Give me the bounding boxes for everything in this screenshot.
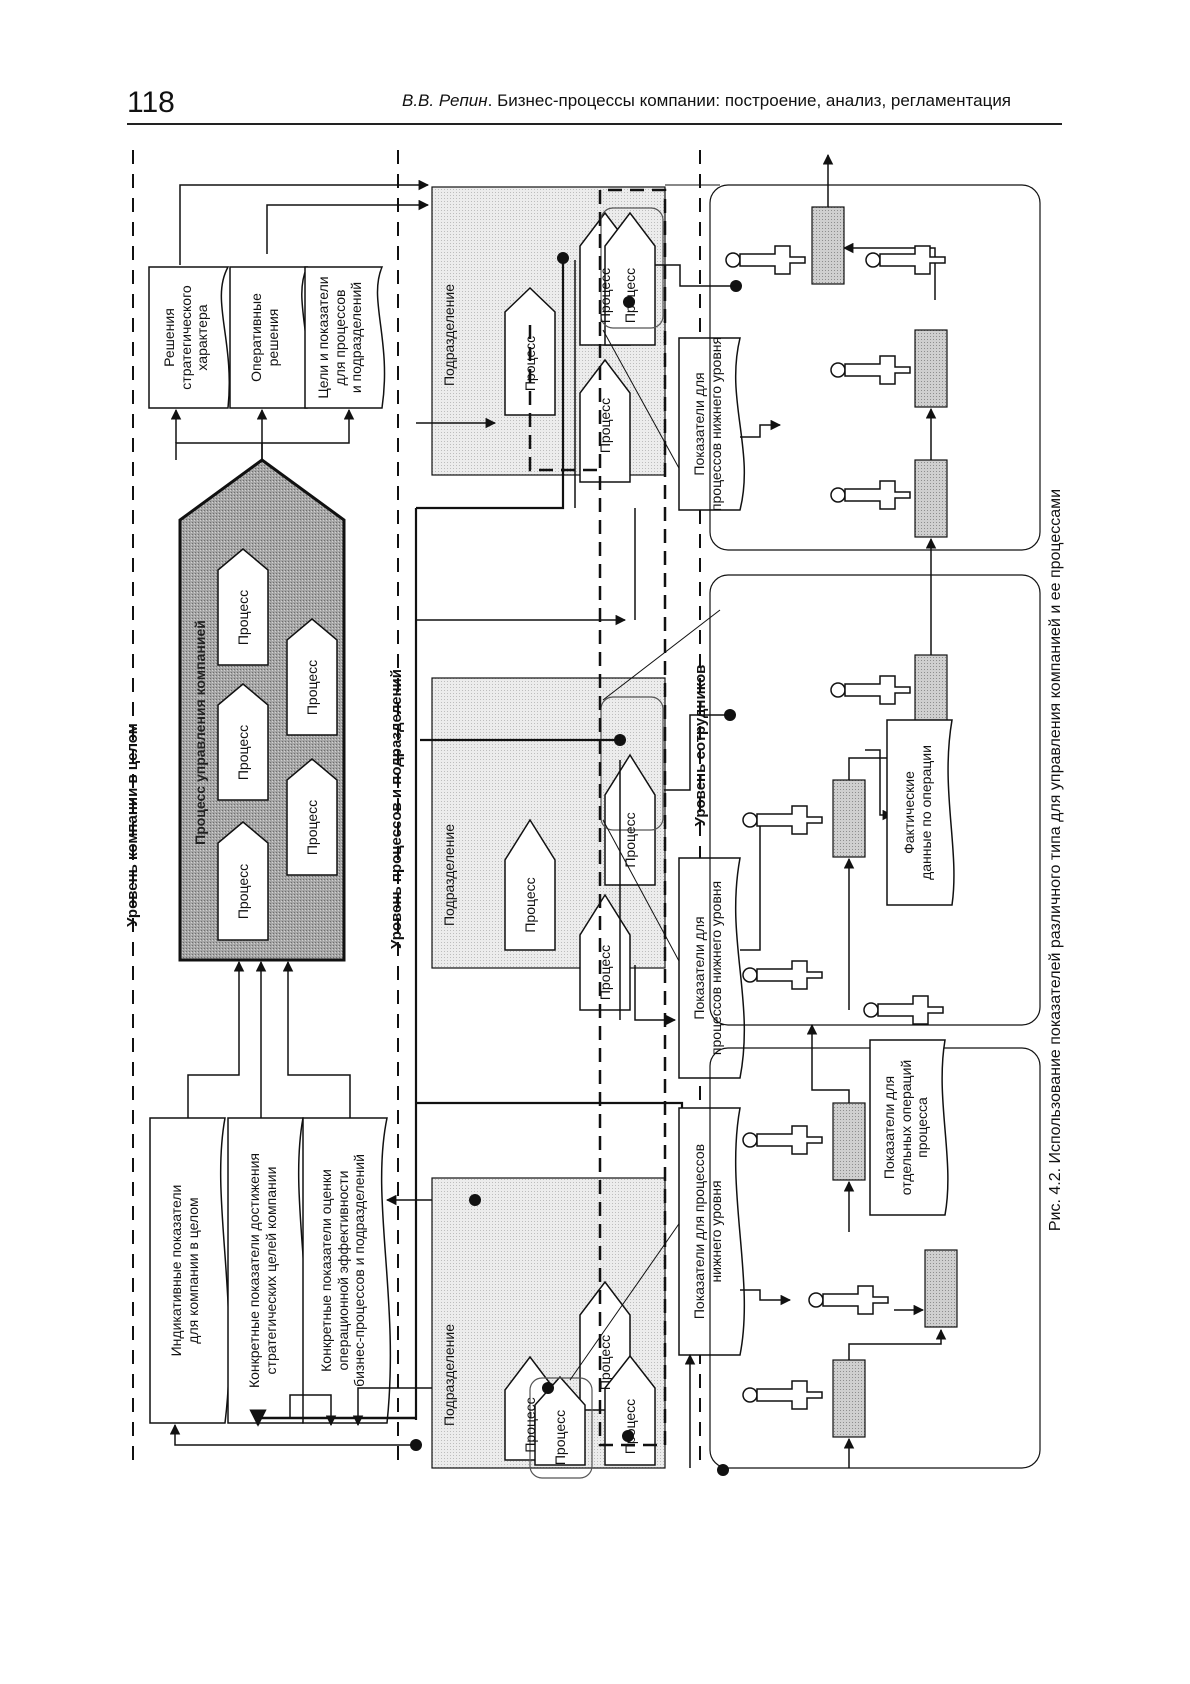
output-doc-operational: Оперативные решения bbox=[248, 293, 281, 382]
operation-indicators-doc: Показатели для отдельных операций процес… bbox=[881, 1059, 931, 1196]
process-label: Процесс bbox=[234, 589, 251, 646]
process-label: Процесс bbox=[551, 1409, 568, 1466]
process-label: Процесс bbox=[234, 863, 251, 920]
input-docs bbox=[149, 1117, 392, 1424]
process-chains bbox=[528, 188, 667, 1447]
process-label: Процесс bbox=[621, 812, 638, 868]
employee-docs bbox=[869, 719, 955, 1216]
process-label: Процесс bbox=[303, 659, 320, 716]
process-label: Процесс bbox=[234, 724, 251, 781]
indicator-doc-middle: Показатели для процессов нижнего уровня bbox=[691, 880, 724, 1056]
process-label: Процесс bbox=[521, 335, 538, 392]
input-doc-operational-efficiency: Конкретные показатели оценки операционно… bbox=[318, 1154, 368, 1387]
process-label: Процесс bbox=[621, 267, 638, 324]
level-label-employees: Уровень сотрудников bbox=[692, 664, 710, 827]
indicator-doc-bottom: Показатели для процессов нижнего уровня bbox=[691, 1143, 724, 1320]
level-label-company: Уровень компании в целом bbox=[124, 723, 142, 927]
header-rule bbox=[127, 123, 1062, 125]
department-label: Подразделение bbox=[440, 1323, 457, 1427]
employee-figures bbox=[725, 245, 946, 1410]
actual-data-doc: Фактические данные по операции bbox=[901, 745, 934, 880]
management-process-title: Процесс управления компанией bbox=[191, 620, 208, 845]
running-head: В.В. Репин. Бизнес-процессы компании: по… bbox=[402, 91, 1011, 111]
book-title: . Бизнес-процессы компании: построение, … bbox=[487, 91, 1012, 110]
department-processes bbox=[504, 211, 656, 1466]
input-doc-indicative: Индикативные показатели для компании в ц… bbox=[168, 1184, 201, 1357]
output-doc-goals: Цели и показатели для процессов и подраз… bbox=[315, 276, 365, 399]
process-label: Процесс bbox=[596, 944, 613, 1001]
output-docs bbox=[148, 266, 386, 409]
process-label: Процесс bbox=[521, 877, 538, 933]
author: В.В. Репин bbox=[402, 91, 488, 110]
process-label: Процесс bbox=[596, 397, 613, 454]
output-doc-strategic: Решения стратегического характера bbox=[161, 285, 211, 390]
process-label: Процесс bbox=[621, 1398, 638, 1455]
employee-frames bbox=[709, 184, 1041, 1469]
indicator-doc-top: Показатели для процессов нижнего уровня bbox=[691, 336, 724, 512]
activity-boxes bbox=[811, 206, 958, 1438]
department-label: Подразделение bbox=[440, 823, 457, 927]
process-label: Процесс bbox=[303, 799, 320, 856]
input-doc-strategic-goals: Конкретные показатели достижения стратег… bbox=[246, 1152, 279, 1389]
level-label-processes: Уровень процессов и подразделений bbox=[388, 669, 406, 950]
indicator-docs bbox=[678, 337, 746, 1356]
junction-dots bbox=[410, 252, 913, 1476]
management-subprocesses bbox=[217, 548, 338, 941]
figure-caption: Рис. 4.2. Использование показателей разл… bbox=[1046, 488, 1064, 1232]
department-label: Подразделение bbox=[440, 283, 457, 387]
page-number: 118 bbox=[127, 86, 175, 119]
